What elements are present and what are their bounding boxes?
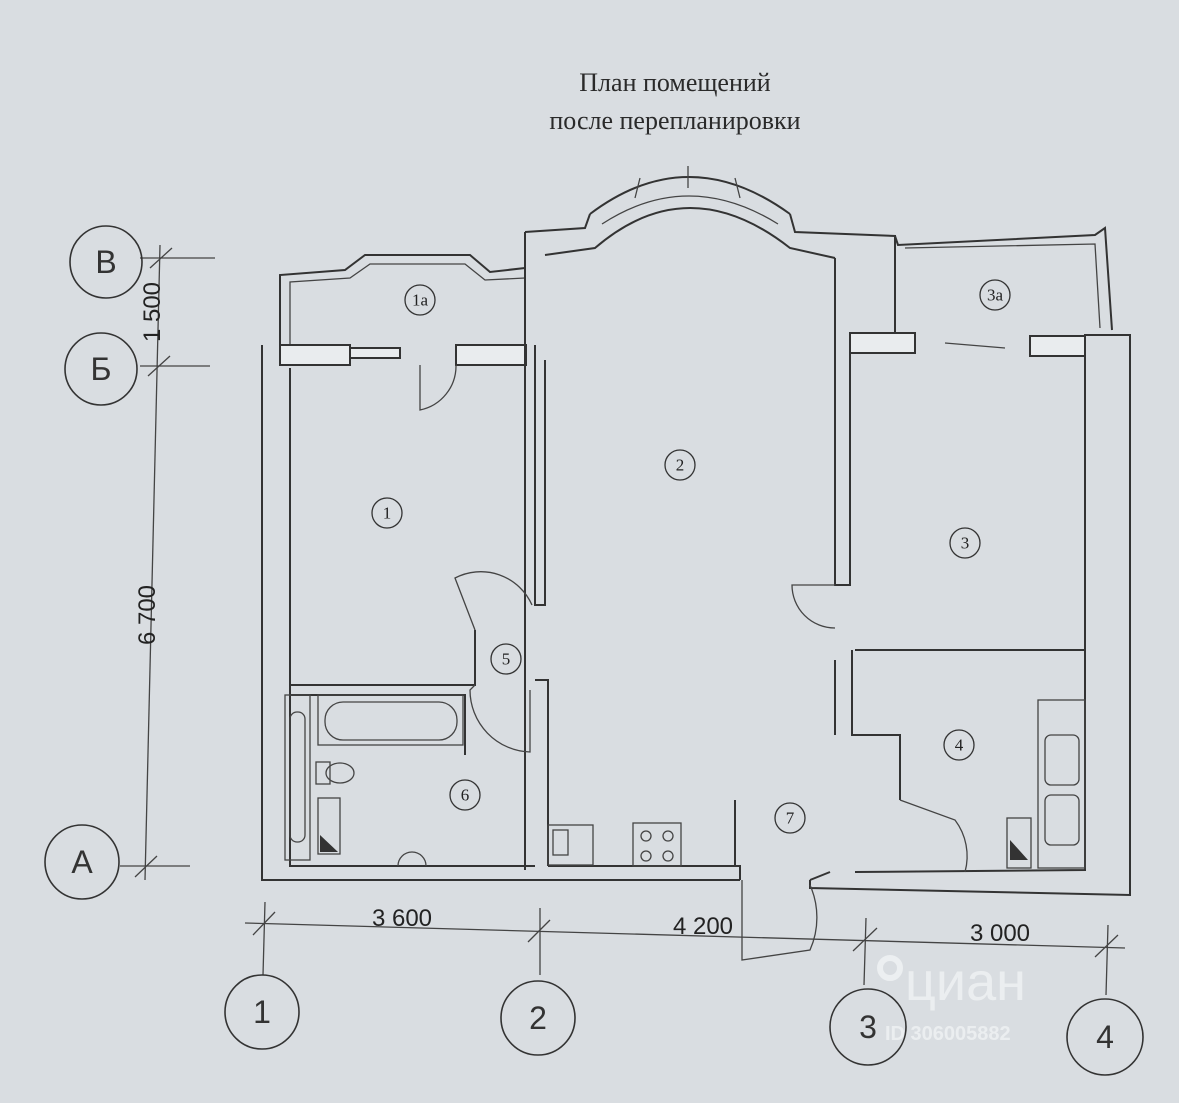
kitchen-stove xyxy=(632,822,682,867)
washbasin-bath xyxy=(397,851,427,867)
axis-marker-b: Б xyxy=(64,332,138,406)
walls xyxy=(261,166,1131,897)
svg-text:4: 4 xyxy=(1096,1019,1114,1055)
svg-text:5: 5 xyxy=(502,650,511,669)
room-label-2: 2 xyxy=(664,449,696,481)
axis-marker-4: 4 xyxy=(1066,998,1144,1076)
plan-title-line1: План помещений xyxy=(579,68,771,97)
room-label-1: 1 xyxy=(371,497,403,529)
svg-text:В: В xyxy=(95,244,116,280)
svg-text:1а: 1а xyxy=(412,291,429,310)
dimension-1500: 1 500 xyxy=(139,282,166,342)
svg-text:7: 7 xyxy=(786,809,795,828)
plan-title-line2: после перепланировки xyxy=(549,106,801,135)
axis-marker-2: 2 xyxy=(500,980,576,1056)
svg-text:Б: Б xyxy=(91,351,112,387)
svg-text:2: 2 xyxy=(676,456,685,475)
dimension-3600: 3 600 xyxy=(372,905,432,932)
vertical-dimension-line xyxy=(120,244,215,881)
bathtub xyxy=(317,694,464,746)
room-label-6: 6 xyxy=(449,779,481,811)
room-label-7: 7 xyxy=(774,802,806,834)
dimension-3000: 3 000 xyxy=(970,920,1030,947)
axis-marker-v: В xyxy=(69,225,143,299)
room-label-4: 4 xyxy=(943,729,975,761)
cian-watermark: циан ID 306005882 xyxy=(877,952,1026,1045)
svg-text:1: 1 xyxy=(253,994,271,1030)
svg-text:А: А xyxy=(71,844,93,880)
horizontal-dimension-line xyxy=(244,901,1126,996)
svg-text:ID 306005882: ID 306005882 xyxy=(885,1023,1011,1045)
boiler-left xyxy=(317,797,341,855)
axis-marker-3: 3 xyxy=(829,988,907,1066)
toilet xyxy=(315,761,355,785)
svg-text:2: 2 xyxy=(529,1000,547,1036)
right-fixtures xyxy=(1006,699,1086,869)
svg-text:6: 6 xyxy=(461,786,470,805)
kitchen-sink xyxy=(547,824,594,866)
svg-text:3: 3 xyxy=(859,1009,877,1045)
room-label-3: 3 xyxy=(949,527,981,559)
svg-text:4: 4 xyxy=(955,736,964,755)
room-label-3a: 3а xyxy=(979,279,1011,311)
room-label-5: 5 xyxy=(490,643,522,675)
axis-marker-a: А xyxy=(44,824,120,900)
svg-text:3а: 3а xyxy=(987,286,1004,305)
svg-text:3: 3 xyxy=(961,534,970,553)
shower-tray-left xyxy=(284,694,311,861)
svg-text:циан: циан xyxy=(905,952,1026,1012)
dimension-4200: 4 200 xyxy=(673,913,733,940)
dimension-6700: 6 700 xyxy=(134,585,161,645)
axis-marker-1: 1 xyxy=(224,974,300,1050)
svg-text:1: 1 xyxy=(383,504,392,523)
doors xyxy=(419,364,968,961)
room-label-1a: 1а xyxy=(404,284,436,316)
